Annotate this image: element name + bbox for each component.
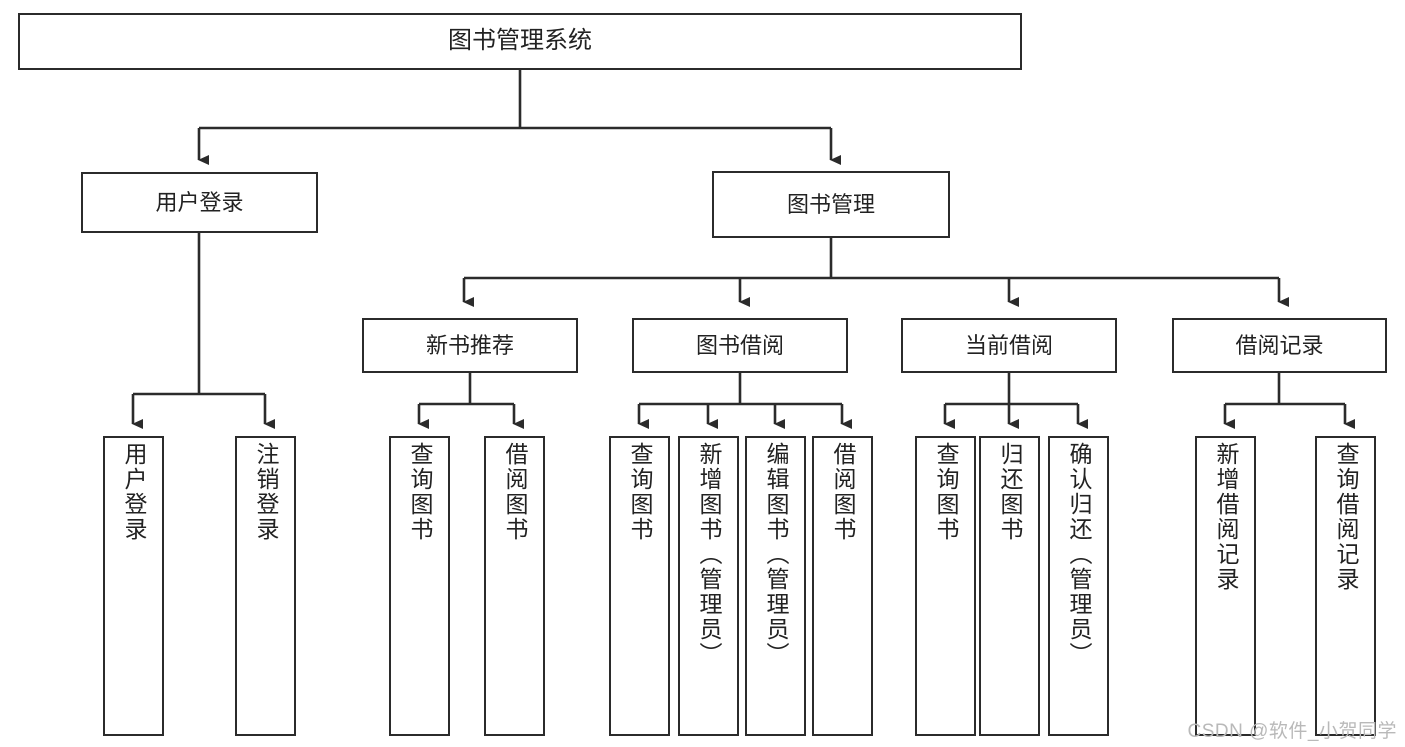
node-label: 查询图书 xyxy=(407,442,433,542)
node-label: 归还图书 xyxy=(997,442,1023,542)
node-label: 借阅图书 xyxy=(502,442,528,542)
node-user-login[interactable]: 用户登录 xyxy=(81,172,318,233)
node-label: 编辑图书（管理员） xyxy=(763,442,789,667)
watermark: CSDN @软件_小贺同学 xyxy=(1187,721,1397,742)
node-leaf-current-query-book[interactable]: 查询图书 xyxy=(915,436,976,736)
node-leaf-current-confirm-return-admin[interactable]: 确认归还（管理员） xyxy=(1048,436,1109,736)
node-label: 用户登录 xyxy=(121,442,147,542)
node-current-borrow[interactable]: 当前借阅 xyxy=(901,318,1117,373)
node-label: 查询图书 xyxy=(627,442,653,542)
node-leaf-recommend-query-book[interactable]: 查询图书 xyxy=(389,436,450,736)
node-leaf-record-add-record[interactable]: 新增借阅记录 xyxy=(1195,436,1256,736)
node-label: 新增图书（管理员） xyxy=(696,442,722,667)
node-label: 图书管理系统 xyxy=(448,27,592,55)
node-root-system[interactable]: 图书管理系统 xyxy=(18,13,1022,70)
node-leaf-current-return-book[interactable]: 归还图书 xyxy=(979,436,1040,736)
node-leaf-user-logout[interactable]: 注销登录 xyxy=(235,436,296,736)
node-leaf-record-query-record[interactable]: 查询借阅记录 xyxy=(1315,436,1376,736)
node-leaf-borrow-borrow-book[interactable]: 借阅图书 xyxy=(812,436,873,736)
node-label: 新增借阅记录 xyxy=(1213,442,1239,592)
node-label: 用户登录 xyxy=(155,189,244,215)
node-label: 查询图书 xyxy=(933,442,959,542)
node-label: 图书管理 xyxy=(786,191,875,217)
node-book-borrow[interactable]: 图书借阅 xyxy=(632,318,848,373)
node-label: 借阅图书 xyxy=(830,442,856,542)
node-leaf-user-login[interactable]: 用户登录 xyxy=(103,436,164,736)
node-label: 借阅记录 xyxy=(1235,332,1324,358)
node-leaf-borrow-add-book-admin[interactable]: 新增图书（管理员） xyxy=(678,436,739,736)
node-borrow-record[interactable]: 借阅记录 xyxy=(1172,318,1387,373)
node-label: 注销登录 xyxy=(253,442,279,542)
node-label: 图书借阅 xyxy=(695,332,784,358)
node-leaf-borrow-edit-book-admin[interactable]: 编辑图书（管理员） xyxy=(745,436,806,736)
node-label: 确认归还（管理员） xyxy=(1066,442,1092,667)
node-label: 新书推荐 xyxy=(425,332,514,358)
node-label: 当前借阅 xyxy=(964,332,1053,358)
node-label: 查询借阅记录 xyxy=(1333,442,1359,592)
node-leaf-recommend-borrow-book[interactable]: 借阅图书 xyxy=(484,436,545,736)
node-new-book-recommend[interactable]: 新书推荐 xyxy=(362,318,578,373)
node-leaf-borrow-query-book[interactable]: 查询图书 xyxy=(609,436,670,736)
node-book-management[interactable]: 图书管理 xyxy=(712,171,950,238)
